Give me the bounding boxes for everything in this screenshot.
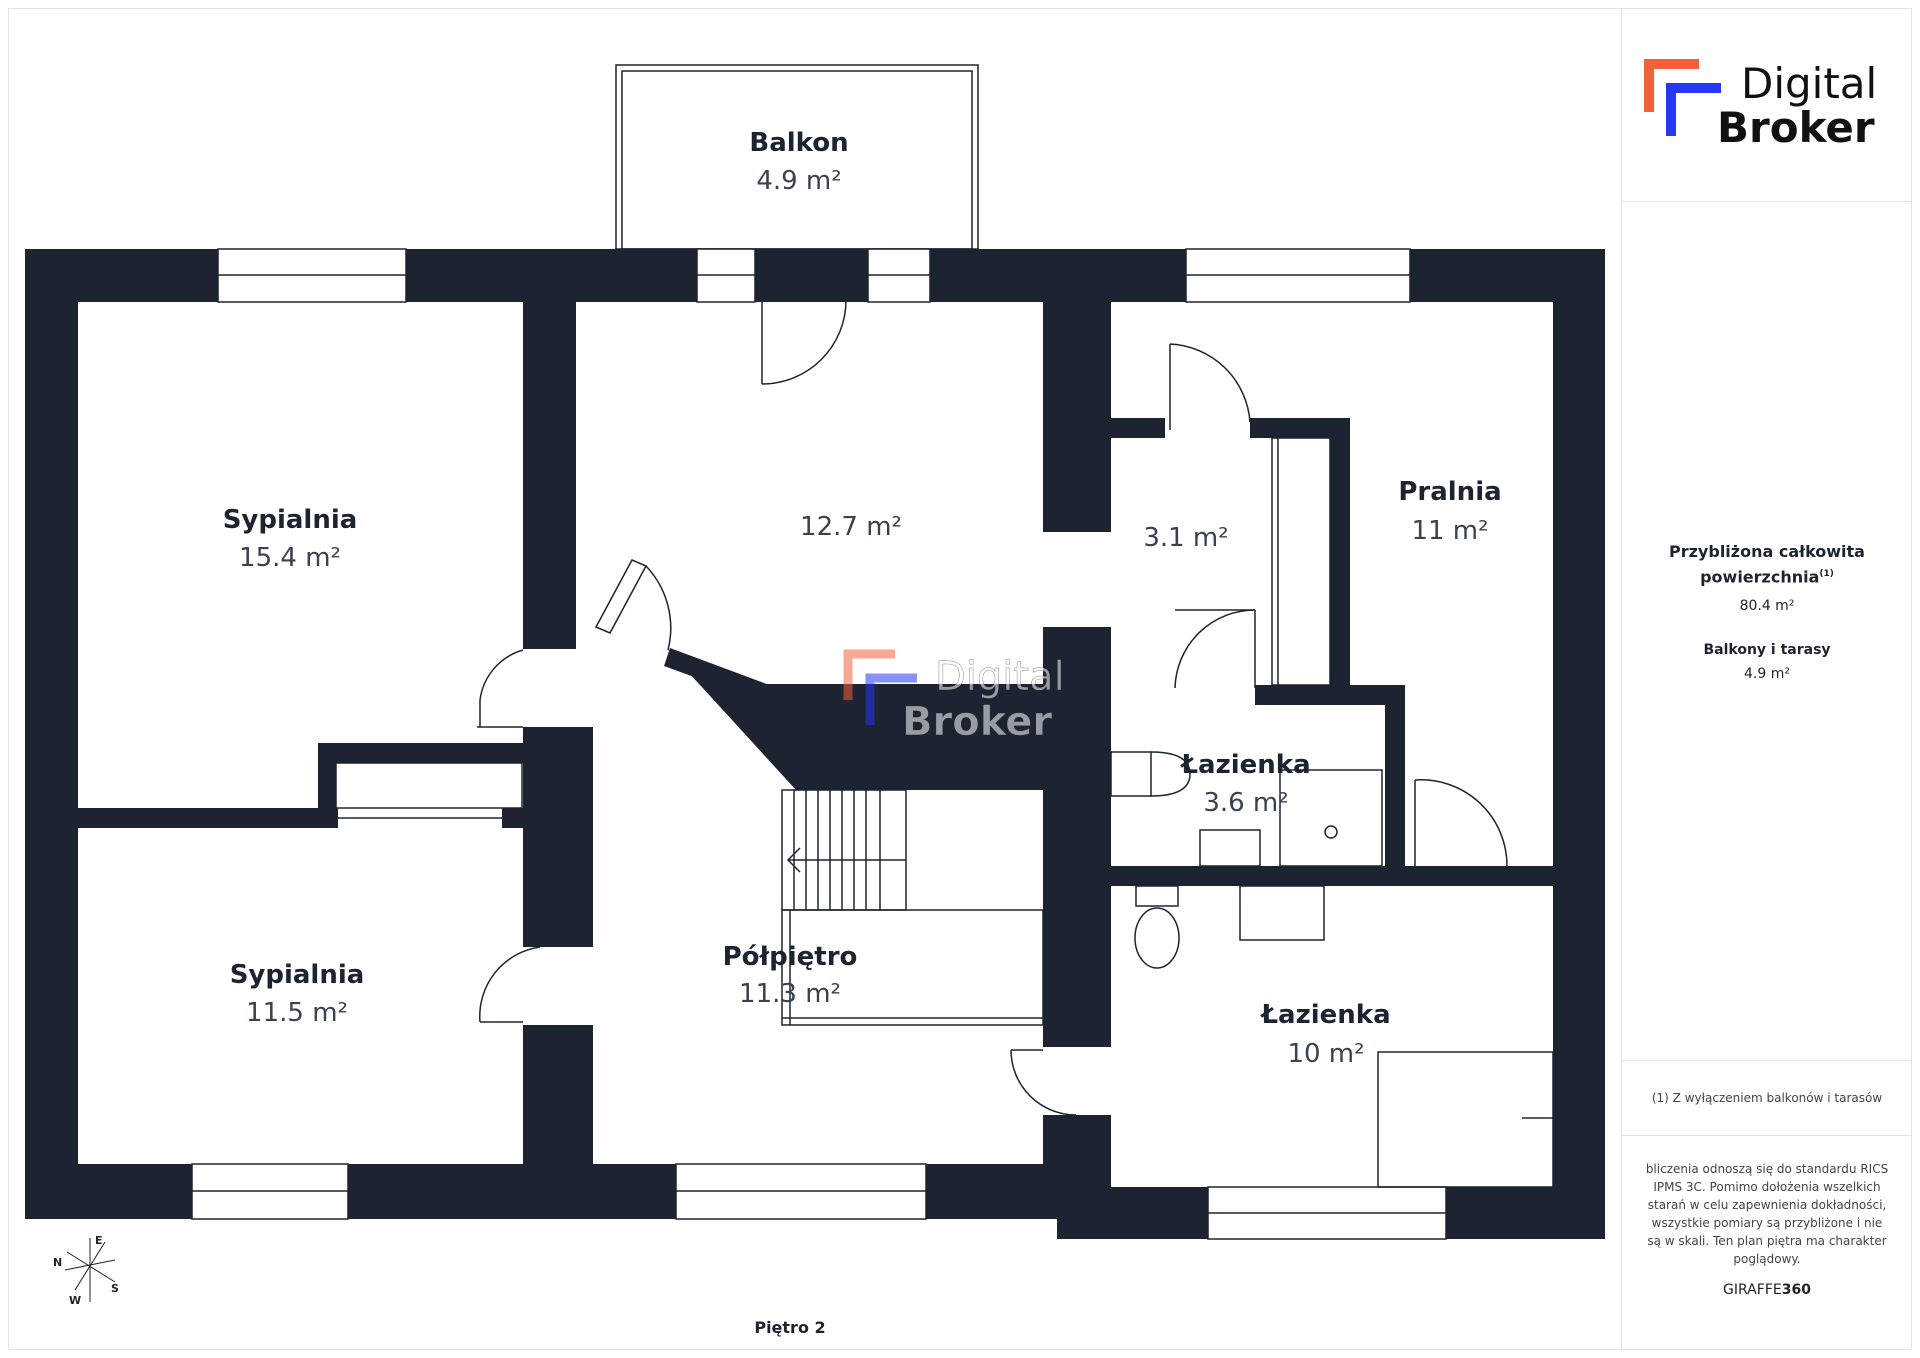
windows bbox=[191, 248, 1447, 1240]
staircase bbox=[781, 789, 1044, 1026]
room-area-sypialnia-2: 11.5 m² bbox=[246, 998, 348, 1028]
compass-e: E bbox=[95, 1234, 103, 1247]
doors bbox=[477, 301, 1508, 1116]
floor-plan: .wall { fill: #1d2330; } .win { fill: #f… bbox=[25, 64, 1605, 1240]
total-area-block: Przybliżona całkowita powierzchnia(1) 80… bbox=[1622, 541, 1912, 682]
sidebar: Digital Broker Przybliżona całkowita pow… bbox=[1621, 8, 1912, 1350]
balconies-value: 4.9 m² bbox=[1744, 666, 1790, 683]
room-name-sypialnia-2: Sypialnia bbox=[230, 960, 365, 990]
watermark-line1: Digital bbox=[935, 654, 1065, 700]
room-name-sypialnia-1: Sypialnia bbox=[223, 505, 358, 535]
room-labels: Balkon 4.9 m² Sypialnia 15.4 m² 12.7 m² … bbox=[223, 128, 1502, 1069]
disclaimer-block: bliczenia odnoszą się do standardu RICS … bbox=[1622, 1160, 1912, 1298]
watermark-line2: Broker bbox=[902, 699, 1052, 745]
watermark-logo: Digital Broker bbox=[843, 649, 1065, 745]
compass-s: S bbox=[111, 1282, 119, 1295]
page-frame bbox=[8, 8, 1912, 1350]
floor-label: Piętro 2 bbox=[754, 1318, 826, 1337]
room-name-polpietro: Półpiętro bbox=[723, 942, 858, 972]
room-name-pralnia: Pralnia bbox=[1398, 477, 1501, 507]
brand-logo: Digital Broker bbox=[1622, 48, 1912, 168]
brand-line2: Broker bbox=[1717, 103, 1875, 148]
divider bbox=[1622, 1135, 1912, 1136]
balconies-title: Balkony i tarasy bbox=[1703, 642, 1831, 659]
room-area-polpietro: 11.3 m² bbox=[739, 979, 841, 1009]
room-area-lazienka-small: 3.6 m² bbox=[1203, 788, 1288, 818]
brand-line1: Digital bbox=[1741, 59, 1877, 108]
room-area-sypialnia-1: 15.4 m² bbox=[239, 543, 341, 573]
divider bbox=[1622, 201, 1912, 202]
walls bbox=[25, 249, 1605, 1239]
total-area-title-line2: powierzchnia(1) bbox=[1622, 563, 1912, 588]
disclaimer-text: bliczenia odnoszą się do standardu RICS … bbox=[1645, 1162, 1889, 1266]
credit-suffix: 360 bbox=[1781, 1282, 1811, 1298]
credit: GIRAFFE360 bbox=[1622, 1282, 1912, 1298]
room-area-lazienka-big: 10 m² bbox=[1287, 1039, 1364, 1069]
room-area-closet: 3.1 m² bbox=[1143, 523, 1228, 553]
room-name-lazienka-big: Łazienka bbox=[1259, 1000, 1390, 1030]
divider bbox=[1622, 1060, 1912, 1061]
room-name-balkon: Balkon bbox=[749, 128, 848, 158]
room-area-balkon: 4.9 m² bbox=[756, 166, 841, 196]
total-area-value: 80.4 m² bbox=[1739, 598, 1795, 615]
total-area-title-line1: Przybliżona całkowita bbox=[1669, 542, 1865, 561]
room-name-lazienka-small: Łazienka bbox=[1179, 750, 1310, 780]
footnote-marker: (1) bbox=[1819, 569, 1834, 579]
footnote: (1) Z wyłączeniem balkonów i tarasów bbox=[1651, 1091, 1883, 1105]
credit-prefix: GIRAFFE bbox=[1723, 1282, 1782, 1298]
bathroom-fixtures bbox=[1110, 751, 1554, 1188]
compass-w: W bbox=[69, 1294, 81, 1307]
total-area-title-word: powierzchnia bbox=[1700, 567, 1820, 587]
compass-n: N bbox=[53, 1256, 62, 1269]
room-area-pralnia: 11 m² bbox=[1411, 516, 1488, 546]
compass-rose: N E S W bbox=[45, 1230, 135, 1314]
room-area-hall: 12.7 m² bbox=[800, 512, 902, 542]
